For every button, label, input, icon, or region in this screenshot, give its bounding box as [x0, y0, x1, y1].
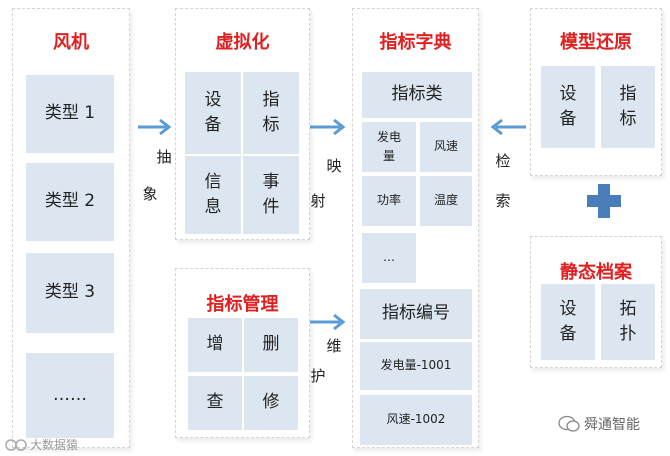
code-power-generation: 发电量-1001 [360, 342, 472, 390]
category-power: 功率 [362, 176, 416, 226]
model-restore-title: 模型还原 [560, 32, 632, 53]
op-delete: 删 [244, 318, 298, 372]
maintain-label-char-1: 维 [326, 337, 342, 355]
maintain-label-char-2: 护 [310, 367, 326, 385]
op-add: 增 [188, 318, 242, 372]
virt-device: 设 备 [185, 72, 241, 154]
turbine-type-3: 类型 3 [26, 253, 114, 333]
turbine-type-1: 类型 1 [26, 75, 114, 153]
mapping-label-char-1: 映 [326, 157, 342, 175]
retrieve-label-char-2: 索 [495, 192, 511, 210]
code-wind-speed: 风速-1002 [360, 395, 472, 445]
category-header: 指标类 [362, 72, 472, 118]
category-temperature: 温度 [420, 176, 472, 226]
abstract-label-char-1: 抽 [156, 148, 172, 166]
turbine-type-2: 类型 2 [26, 163, 114, 241]
op-modify: 修 [244, 376, 298, 430]
static-archive-title: 静态档案 [560, 262, 632, 283]
virt-event: 事 件 [243, 156, 299, 234]
watermark-right: 舜通智能 [558, 414, 640, 434]
retrieve-arrow [490, 118, 526, 136]
abstract-arrow [138, 118, 172, 136]
category-more: … [362, 233, 416, 283]
watermark-left-text: 大数据猿 [30, 438, 79, 452]
category-power-generation: 发电 量 [362, 122, 416, 172]
op-query: 查 [188, 376, 242, 430]
archive-device: 设 备 [541, 284, 595, 360]
virtualization-title: 虚拟化 [215, 32, 270, 53]
virt-info: 信 息 [185, 156, 241, 234]
mapping-arrow [310, 118, 346, 136]
watermark-right-text: 舜通智能 [584, 417, 640, 433]
retrieve-label-char-1: 检 [495, 152, 511, 170]
wechat-icon [558, 415, 580, 432]
model-indicator: 指 标 [601, 66, 655, 148]
watermark-left: 大数据猿 [4, 436, 78, 453]
code-header: 指标编号 [360, 289, 472, 339]
watermark-logo-icon [5, 438, 27, 451]
plus-icon [587, 184, 621, 218]
indicator-dictionary-title: 指标字典 [379, 32, 452, 53]
turbine-type-more: …… [26, 353, 114, 438]
category-wind-speed: 风速 [420, 122, 472, 172]
model-device: 设 备 [541, 66, 595, 148]
virt-indicator: 指 标 [243, 72, 299, 154]
archive-topology: 拓 扑 [601, 284, 655, 360]
wind-turbine-title: 风机 [53, 32, 89, 53]
abstract-label-char-2: 象 [142, 185, 158, 203]
mapping-label-char-2: 射 [310, 192, 326, 210]
maintain-arrow [310, 313, 346, 331]
indicator-management-title: 指标管理 [206, 294, 279, 315]
